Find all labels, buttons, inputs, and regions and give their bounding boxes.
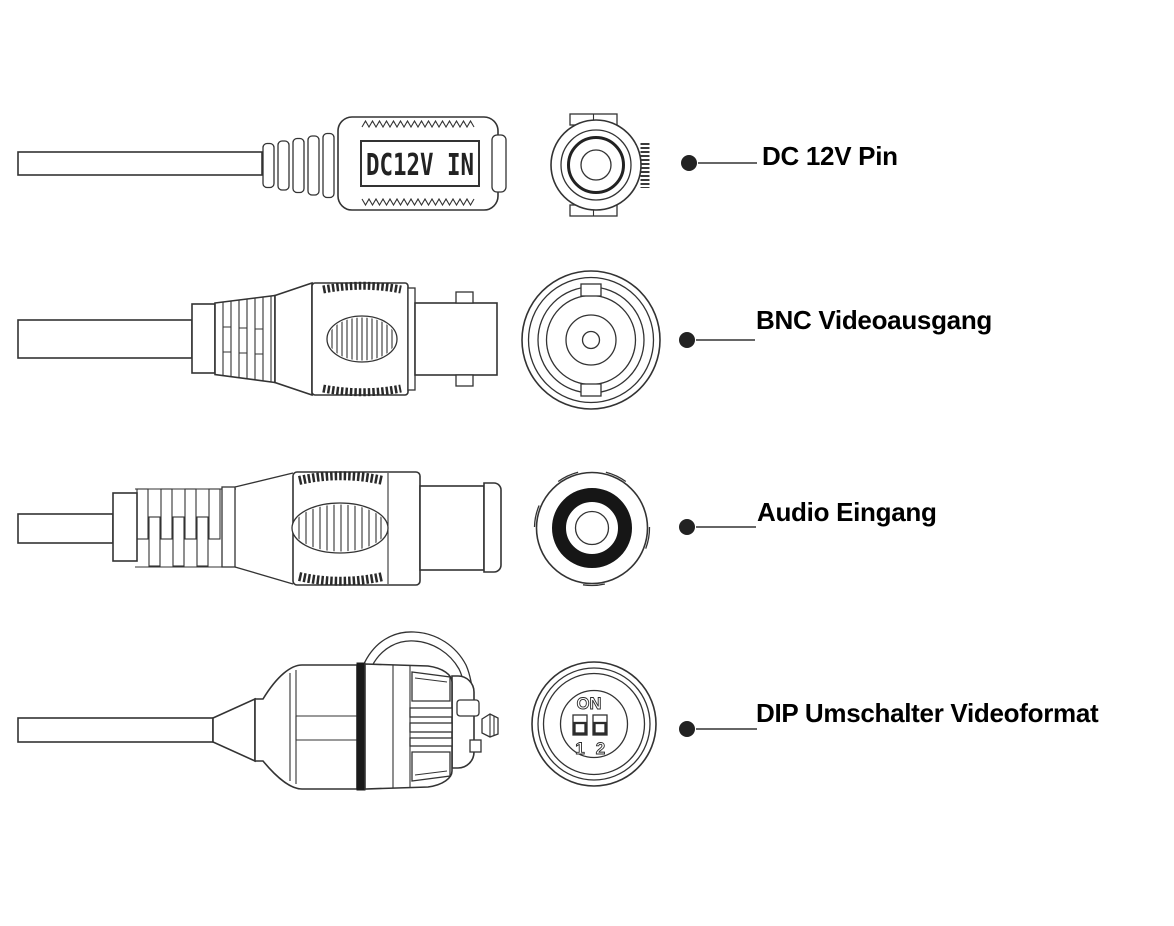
bnc-front-center-pin [581, 330, 601, 350]
audio-front-rim-bumps [533, 471, 651, 587]
dc-marking-plate [360, 140, 480, 187]
dip-switch-1 [572, 714, 588, 736]
audio-input-label: Audio Eingang [757, 497, 937, 527]
dip-screw-tip [481, 713, 499, 738]
bnc-connector-front-view [521, 270, 661, 410]
dip-on-label: ON [577, 695, 602, 713]
bnc-bayonet-pin-top [455, 291, 474, 304]
dc-power-label: DC 12V Pin [762, 141, 898, 171]
bnc-front-lug-top [580, 283, 602, 297]
dip-switch-2 [592, 714, 608, 736]
dc-grip-serration-bottom [361, 197, 475, 207]
dip-divider-band [356, 662, 366, 791]
audio-front-ring [552, 488, 632, 568]
dip-bracket-foot [456, 699, 480, 717]
dc-connector-front-view [550, 113, 650, 217]
dip-callout-dot [679, 721, 695, 737]
dip-end-tab [469, 739, 482, 753]
audio-cable [17, 513, 114, 544]
bnc-video-label: BNC Videoausgang [756, 305, 992, 335]
audio-connector-side-view [17, 471, 502, 586]
dip-connector-front-view: ON 1 2 [531, 661, 657, 787]
dip-wedge-bottom [411, 751, 451, 782]
audio-connector-front-view [533, 471, 651, 587]
dip-position-2-label: 2 [596, 739, 605, 758]
dip-cone [212, 697, 256, 763]
bnc-barrel [414, 302, 498, 376]
bnc-cone [274, 281, 313, 397]
bnc-bayonet-pin-bottom [455, 374, 474, 387]
audio-callout [679, 519, 756, 535]
audio-grip-oval [291, 502, 389, 554]
bnc-flange [407, 287, 416, 391]
dip-connector-side-view [17, 631, 499, 791]
bnc-boot-collar [191, 303, 216, 374]
audio-grip-serration-top [298, 471, 384, 485]
dip-wedge-top [411, 671, 451, 702]
dc-front-pin-hole [580, 149, 612, 181]
audio-cone [234, 472, 294, 585]
dc-callout [681, 155, 757, 171]
dc-marking-text: DC12V IN [366, 148, 474, 183]
dc-connector-side-view: DC12V IN [17, 116, 507, 211]
dc-strain-relief [262, 132, 335, 199]
dip-switch-label: DIP Umschalter Videoformat [756, 698, 1099, 728]
bnc-front-lug-bottom [580, 383, 602, 397]
bnc-callout [679, 332, 755, 348]
dip-body [254, 664, 358, 790]
audio-strain-relief [112, 486, 236, 568]
bnc-cable [17, 319, 193, 359]
bnc-connector-side-view [17, 281, 498, 397]
audio-barrel [419, 485, 485, 571]
dc-cable [17, 151, 263, 176]
dip-cable [17, 717, 214, 743]
dip-callout [679, 721, 757, 737]
bnc-callout-dot [679, 332, 695, 348]
dip-position-1-label: 1 [575, 739, 584, 758]
dip-end-cap [451, 675, 475, 769]
bnc-strain-relief [214, 294, 276, 384]
dc-grip-serration-top [361, 119, 475, 129]
audio-callout-dot [679, 519, 695, 535]
dc-callout-dot [681, 155, 697, 171]
audio-tip [483, 482, 502, 573]
audio-front-socket [574, 510, 610, 546]
audio-grip-serration-bottom [298, 572, 384, 586]
dc-tip [491, 134, 507, 193]
